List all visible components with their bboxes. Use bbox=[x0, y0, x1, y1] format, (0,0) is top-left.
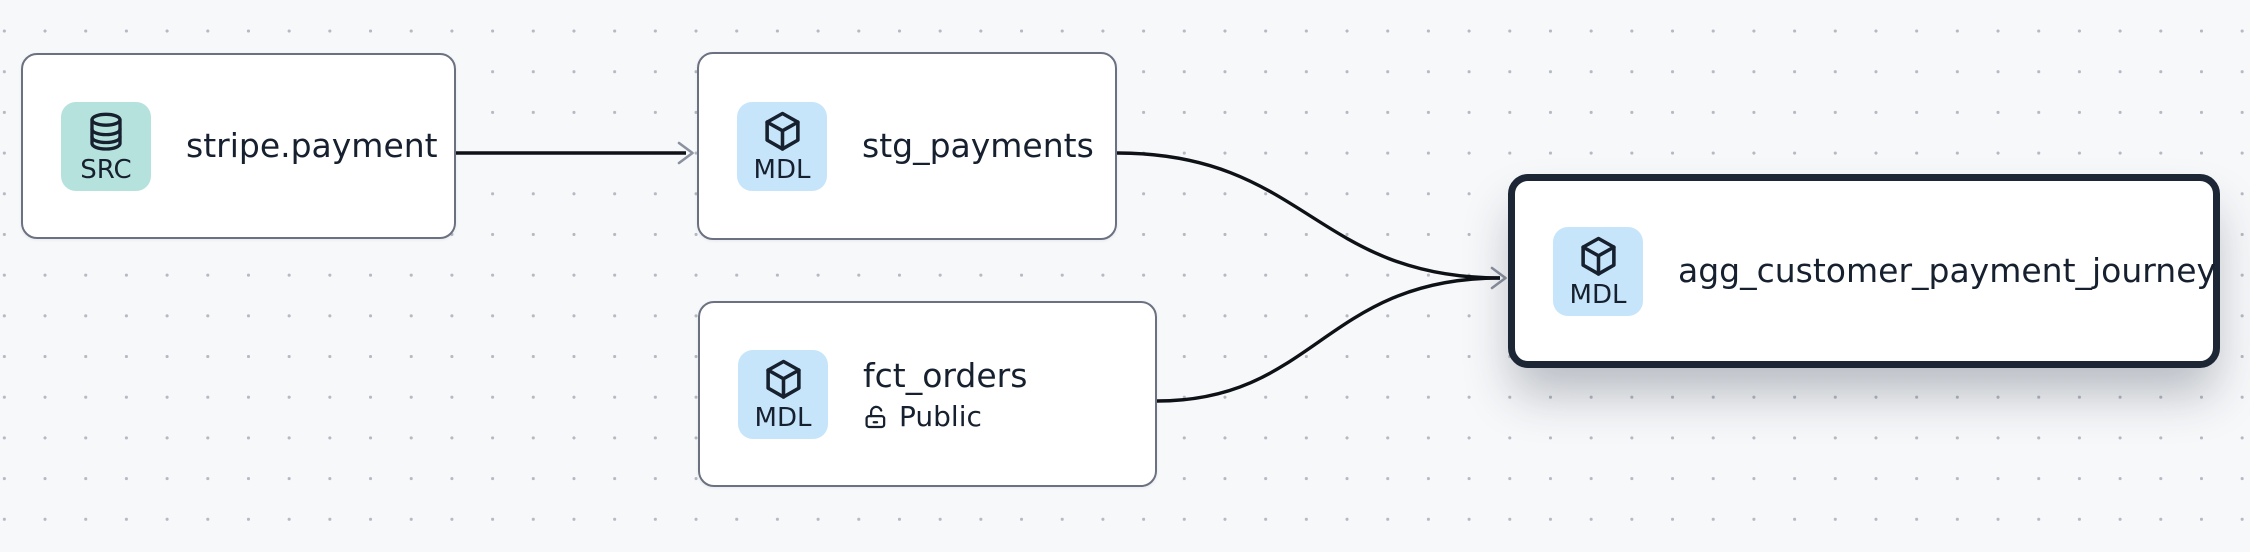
node-stripe-payment[interactable]: SRC stripe.payment bbox=[21, 53, 456, 239]
node-agg-customer-payment-journey[interactable]: MDL agg_customer_payment_journey bbox=[1508, 174, 2220, 368]
node-body: agg_customer_payment_journey bbox=[1678, 250, 2216, 291]
node-body: stg_payments bbox=[862, 125, 1094, 166]
model-type-badge: MDL bbox=[737, 101, 827, 191]
arrowhead-icon bbox=[677, 141, 694, 165]
node-title: stg_payments bbox=[862, 126, 1094, 166]
cube-icon bbox=[765, 359, 801, 399]
cube-icon bbox=[764, 111, 800, 151]
node-title: agg_customer_payment_journey bbox=[1678, 251, 2217, 291]
unlock-icon bbox=[865, 405, 886, 429]
access-label: Public bbox=[899, 400, 982, 434]
cube-icon bbox=[1580, 236, 1616, 276]
node-body: stripe.payment bbox=[186, 125, 438, 166]
node-fct-orders[interactable]: MDL fct_orders Public bbox=[698, 301, 1157, 487]
database-icon bbox=[90, 112, 122, 151]
access-row: Public bbox=[863, 400, 1027, 434]
node-title: stripe.payment bbox=[186, 126, 438, 166]
node-title: fct_orders bbox=[863, 355, 1028, 395]
model-type-badge: MDL bbox=[738, 349, 828, 439]
badge-label: MDL bbox=[1569, 280, 1627, 310]
node-stg-payments[interactable]: MDL stg_payments bbox=[697, 52, 1117, 240]
node-body: fct_orders Public bbox=[863, 355, 1027, 433]
edge-stg-to-agg bbox=[1116, 151, 1501, 280]
badge-label: MDL bbox=[754, 403, 812, 433]
model-type-badge: MDL bbox=[1553, 226, 1643, 316]
badge-label: MDL bbox=[753, 155, 811, 185]
source-type-badge: SRC bbox=[61, 101, 151, 191]
badge-label: SRC bbox=[80, 154, 132, 185]
edge-fct-to-agg bbox=[1156, 276, 1501, 403]
arrowhead-icon bbox=[1490, 266, 1507, 290]
